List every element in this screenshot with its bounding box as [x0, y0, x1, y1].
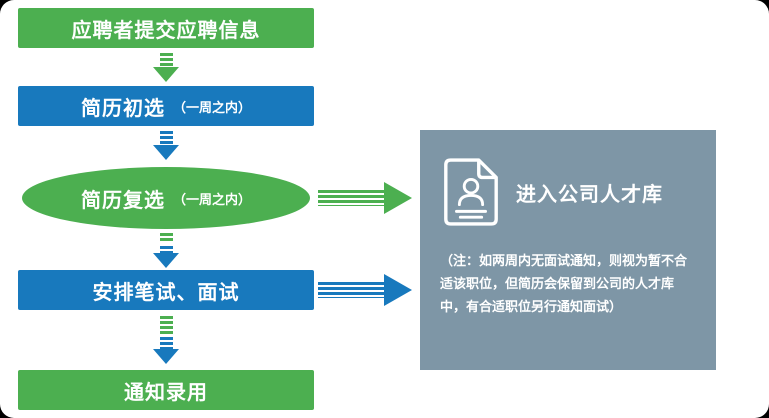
arrow-head	[153, 145, 179, 160]
down-arrow-icon	[153, 233, 179, 268]
arrow-shaft	[159, 53, 173, 67]
flow-step-submit-info: 应聘者提交应聘信息	[18, 8, 314, 48]
arrow-shaft	[318, 282, 384, 298]
flow-step-label: 应聘者提交应聘信息	[71, 19, 261, 42]
talent-pool-note: （注：如两周内无面试通知，则视为暂不合适该职位，但简历会保留到公司的人才库中，有…	[440, 253, 688, 314]
arrow-head	[153, 67, 179, 82]
flow-step-resume-initial-screening: 简历初选 （一周之内）	[18, 86, 314, 126]
resume-document-person-icon	[444, 158, 498, 226]
right-arrow-icon	[318, 182, 412, 214]
talent-pool-title: 进入公司人才库	[516, 183, 663, 206]
flow-step-arrange-test-interview: 安排笔试、面试	[18, 270, 314, 310]
talent-pool-header: 进入公司人才库	[440, 156, 696, 228]
down-arrow-icon	[153, 131, 179, 160]
flow-step-sublabel: （一周之内）	[172, 99, 251, 115]
arrow-shaft	[159, 233, 173, 243]
flow-step-label: 安排笔试、面试	[92, 281, 240, 304]
arrow-head	[384, 182, 412, 214]
flow-step-notify-hire: 通知录用	[18, 370, 314, 410]
flow-step-sublabel: （一周之内）	[172, 191, 251, 207]
arrow-shaft	[159, 246, 173, 253]
arrow-shaft	[159, 316, 173, 334]
right-arrow-icon	[318, 274, 412, 306]
arrow-head	[153, 349, 179, 364]
arrow-shaft	[159, 337, 173, 349]
arrow-shaft	[159, 131, 173, 145]
down-arrow-icon	[153, 53, 179, 82]
flow-step-label: 简历初选	[80, 97, 165, 120]
down-arrow-icon	[153, 316, 179, 364]
flow-step-label: 简历复选	[80, 189, 165, 212]
flow-step-label: 通知录用	[124, 381, 208, 404]
flow-step-resume-second-screening: 简历复选 （一周之内）	[22, 167, 310, 229]
arrow-shaft	[318, 190, 384, 206]
talent-pool-panel: 进入公司人才库 （注：如两周内无面试通知，则视为暂不合适该职位，但简历会保留到公…	[420, 130, 716, 370]
arrow-head	[384, 274, 412, 306]
arrow-head	[153, 253, 179, 268]
